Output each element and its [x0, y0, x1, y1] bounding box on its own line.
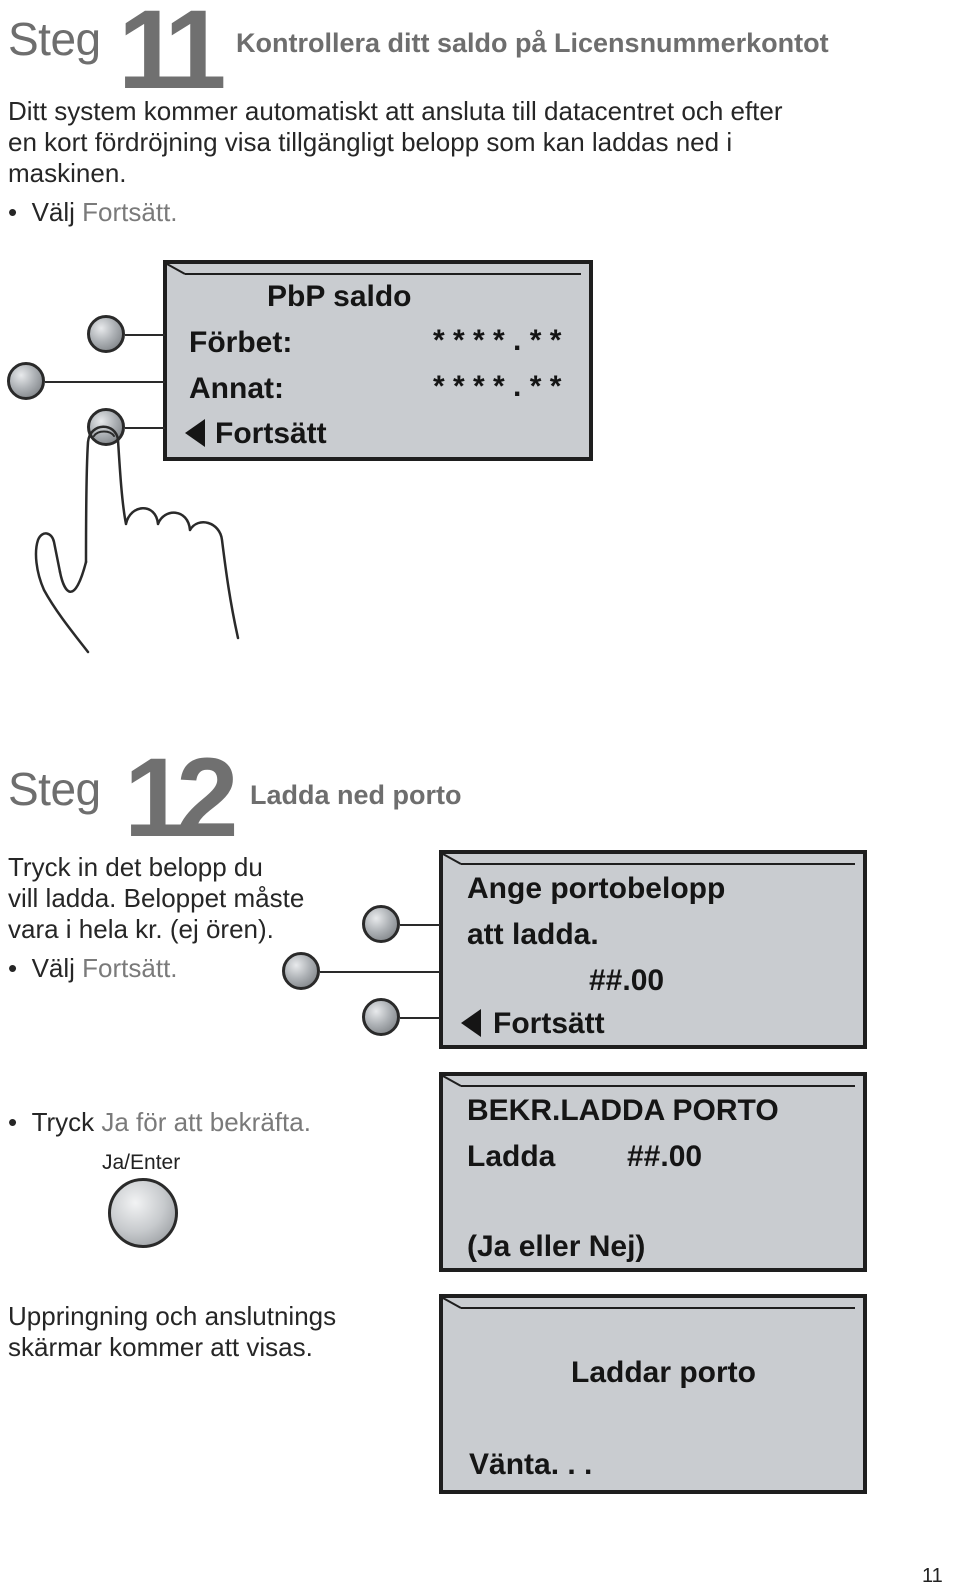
step12-paragraph: Tryck in det belopp du vill ladda. Belop… — [8, 852, 408, 945]
bullet-text: Välj — [31, 953, 75, 983]
pointing-hand-icon — [34, 425, 240, 654]
lcd-line: Laddar porto — [571, 1356, 756, 1389]
connector-line — [125, 334, 165, 336]
step11-para-line: maskinen. — [8, 158, 127, 188]
step11-number: 11 — [118, 0, 226, 112]
lcd-row-value: * * * * . * * — [433, 324, 562, 357]
connector-line — [320, 971, 440, 973]
step11-steg-label: Steg — [8, 13, 101, 65]
lcd-row-label: Förbet: — [189, 326, 293, 359]
step11-para-line: Ditt system kommer automatiskt att anslu… — [8, 96, 783, 126]
lcd-row-value: * * * * . * * — [433, 370, 562, 403]
lcd-bevel — [442, 1075, 855, 1087]
step12-bullet-1: • Välj Fortsätt. — [8, 953, 178, 984]
note-line: Uppringning och anslutnings — [8, 1301, 337, 1331]
bullet-highlight: Fortsätt. — [82, 953, 178, 983]
page-number: 11 — [922, 1565, 943, 1587]
connector-line — [400, 924, 440, 926]
lcd-bevel — [166, 263, 581, 275]
connector-line — [45, 381, 165, 383]
lcd-screen-loading: Laddar porto Vänta. . . — [439, 1294, 867, 1494]
soft-key-1[interactable] — [87, 315, 125, 353]
lcd-line-label: Ladda — [467, 1140, 556, 1173]
step12-title: Ladda ned porto — [250, 780, 462, 810]
lcd-line: BEKR.LADDA PORTO — [467, 1094, 779, 1127]
lcd-line: (Ja eller Nej) — [467, 1230, 646, 1263]
soft-key-1[interactable] — [362, 905, 400, 943]
lcd-row-label: Annat: — [189, 372, 284, 405]
lcd-action: Fortsätt — [493, 1007, 605, 1040]
left-arrow-icon — [461, 1009, 481, 1037]
bullet-text: Tryck — [31, 1107, 95, 1137]
bullet-dot: • — [8, 953, 32, 983]
bullet-dot: • — [8, 1107, 32, 1137]
bullet-dot: • — [8, 197, 32, 227]
key-label: Ja/Enter — [102, 1151, 181, 1174]
note-line: skärmar kommer att visas. — [8, 1332, 313, 1362]
step12-steg-label: Steg — [8, 763, 101, 815]
step12-para-line: vara i hela kr. (ej ören). — [8, 914, 274, 944]
lcd-amount: ##.00 — [589, 964, 665, 997]
soft-key-2[interactable] — [282, 952, 320, 990]
step11-bullet: • Välj Fortsätt. — [8, 197, 178, 228]
step12-note: Uppringning och anslutnings skärmar komm… — [8, 1301, 428, 1363]
bullet-highlight: Fortsätt. — [82, 197, 178, 227]
lcd-line: att ladda. — [467, 918, 599, 951]
ja-enter-button[interactable] — [108, 1178, 178, 1248]
step12-bullet-2: • Tryck Ja för att bekräfta. — [8, 1107, 311, 1138]
lcd-line: Ange portobelopp — [467, 872, 726, 905]
lcd-action: Fortsätt — [215, 417, 327, 450]
connector-line — [400, 1017, 440, 1019]
bullet-highlight: Ja för att bekräfta. — [101, 1107, 311, 1137]
lcd-line: Vänta. . . — [469, 1448, 593, 1481]
step11-paragraph: Ditt system kommer automatiskt att anslu… — [8, 96, 908, 189]
lcd-screen-amount: Ange portobelopp att ladda. ##.00 Fortsä… — [439, 850, 867, 1049]
step11-title: Kontrollera ditt saldo på Licensnummerko… — [236, 28, 829, 58]
lcd-screen-balance: PbP saldo Förbet: * * * * . * * Annat: *… — [163, 260, 593, 461]
step11-para-line: en kort fördröjning visa tillgängligt be… — [8, 127, 733, 157]
bullet-text: Välj — [31, 197, 75, 227]
step12-para-line: vill ladda. Beloppet måste — [8, 883, 305, 913]
step12-para-line: Tryck in det belopp du — [8, 852, 263, 882]
step12-number: 12 — [124, 735, 239, 860]
soft-key-2[interactable] — [7, 362, 45, 400]
lcd-bevel — [442, 853, 855, 865]
soft-key-3[interactable] — [362, 998, 400, 1036]
left-arrow-icon — [185, 419, 205, 447]
lcd-bevel — [442, 1297, 855, 1309]
lcd-line-value: ##.00 — [627, 1140, 703, 1173]
lcd-screen-confirm: BEKR.LADDA PORTO Ladda ##.00 (Ja eller N… — [439, 1072, 867, 1272]
connector-line — [125, 427, 165, 429]
lcd-title: PbP saldo — [267, 280, 412, 313]
